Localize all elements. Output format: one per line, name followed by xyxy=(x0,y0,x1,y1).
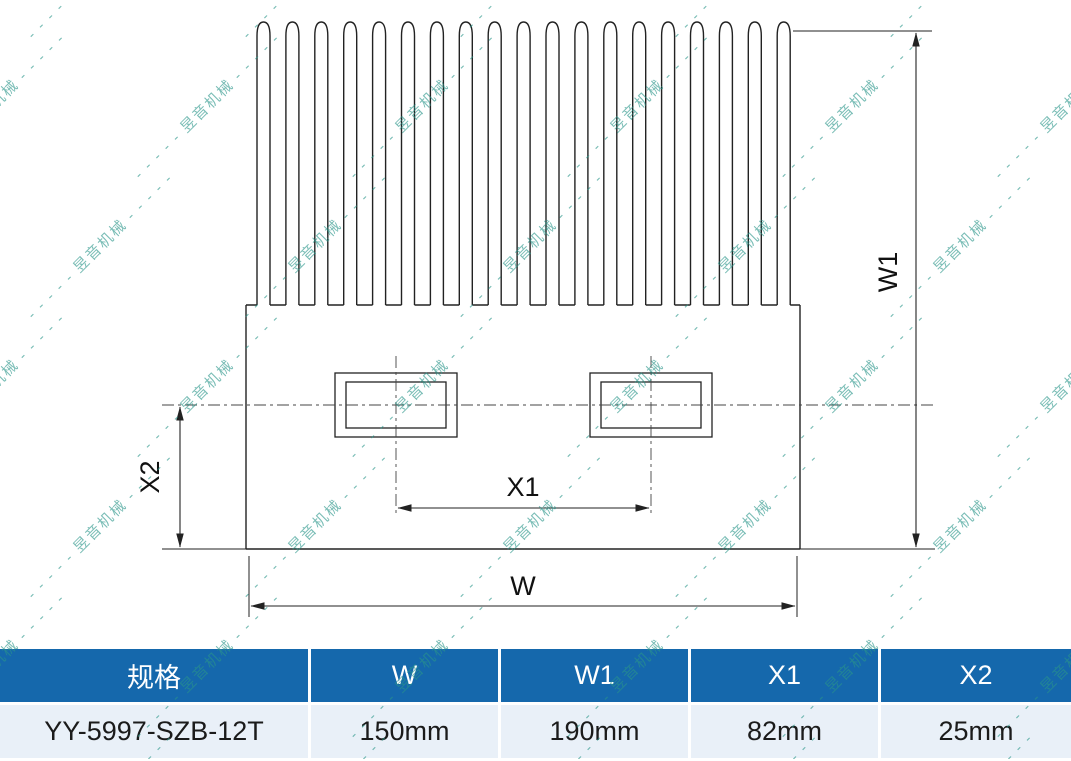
plate-body xyxy=(245,305,801,550)
dim-label-x2: X2 xyxy=(135,460,165,493)
table-header-x1: X1 xyxy=(691,649,878,702)
table-header-w: W xyxy=(311,649,498,702)
table-cell-x1-value: 82mm xyxy=(691,705,878,758)
comb-plate-drawing: X2 X1 W W1 xyxy=(135,21,935,617)
dimension-labels: X2 X1 W W1 xyxy=(135,252,903,601)
table-header-spec: 规格 xyxy=(0,649,308,702)
table-cell-x2-value: 25mm xyxy=(881,705,1071,758)
dim-label-w: W xyxy=(510,571,536,601)
table-cell-w-value: 150mm xyxy=(311,705,498,758)
dim-label-x1: X1 xyxy=(506,472,539,502)
dim-label-w1: W1 xyxy=(873,252,903,293)
table-header-x2: X2 xyxy=(881,649,1071,702)
centerlines xyxy=(162,356,935,516)
extension-lines xyxy=(162,30,935,617)
comb-teeth xyxy=(256,21,791,305)
table-cell-w1-value: 190mm xyxy=(501,705,688,758)
spec-table: 规格 W W1 X1 X2 YY-5997-SZB-12T 150mm 190m… xyxy=(0,649,1071,761)
table-cell-model: YY-5997-SZB-12T xyxy=(0,705,308,758)
plate-outline xyxy=(245,21,801,550)
table-data-row: YY-5997-SZB-12T 150mm 190mm 82mm 25mm xyxy=(0,705,1071,758)
table-header-w1: W1 xyxy=(501,649,688,702)
table-header-row: 规格 W W1 X1 X2 xyxy=(0,649,1071,702)
dimension-lines xyxy=(176,32,920,610)
